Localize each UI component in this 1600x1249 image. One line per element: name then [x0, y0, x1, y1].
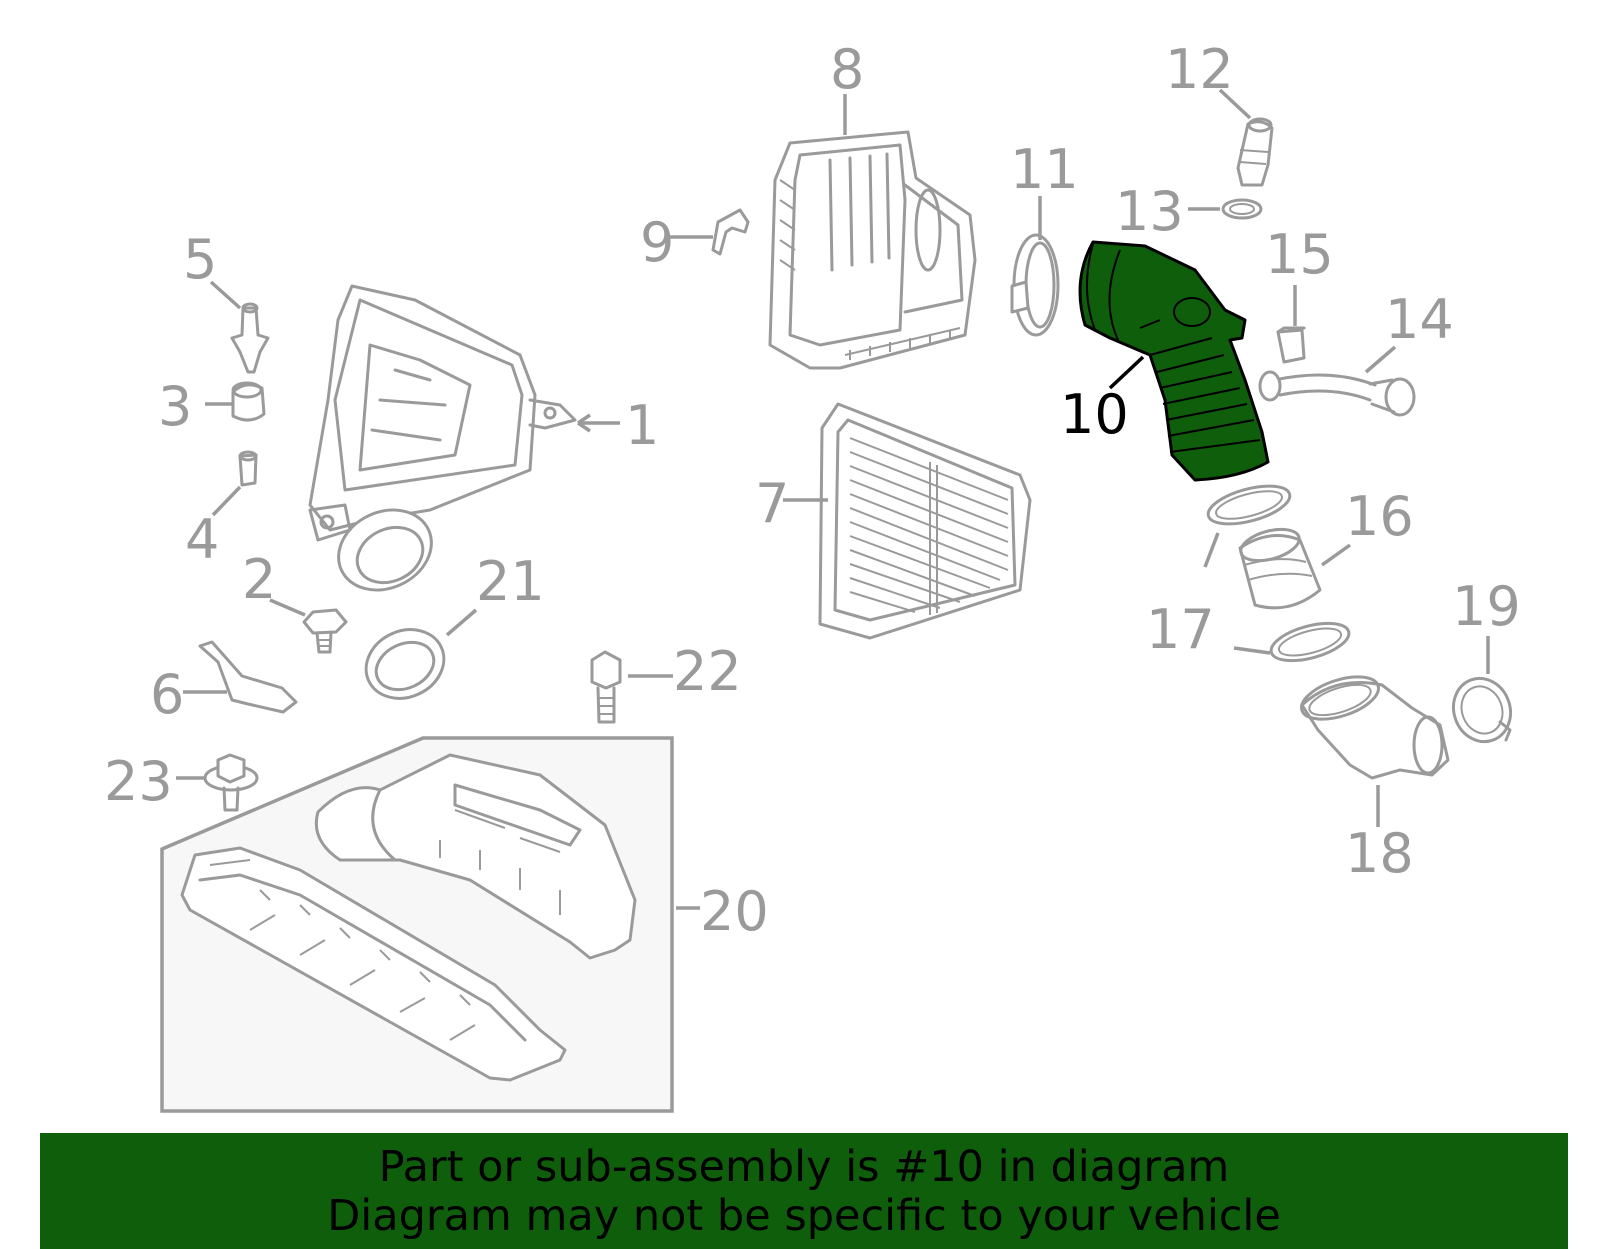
callout-23: 23: [104, 750, 173, 813]
leader-12: [1218, 88, 1252, 120]
callout-6: 6: [150, 663, 184, 726]
part-18-elbow-duct[interactable]: [1296, 669, 1450, 780]
callout-19: 19: [1452, 575, 1521, 638]
part-16-coupler[interactable]: [1237, 524, 1322, 610]
callout-9: 9: [640, 211, 674, 274]
leader-17-lower: [1233, 646, 1271, 655]
part-23-bolt-washer[interactable]: [203, 753, 259, 812]
part-21-clamp[interactable]: [355, 617, 455, 711]
part-11-clamp[interactable]: [1010, 233, 1060, 337]
info-banner: Part or sub-assembly is #10 in diagram D…: [40, 1133, 1568, 1249]
callout-14: 14: [1385, 288, 1454, 351]
part-9-clip[interactable]: [711, 208, 750, 256]
callout-22: 22: [673, 640, 742, 703]
callout-20: 20: [700, 880, 769, 943]
part-8-air-box-cover[interactable]: [768, 130, 977, 370]
leader-4: [211, 485, 242, 517]
part-15-cap[interactable]: [1276, 326, 1306, 364]
callout-labels: 1 2 3 4 5 6 7 8 9 10 11 12 13 14 15 16 1…: [104, 38, 1521, 943]
part-13-o-ring[interactable]: [1221, 198, 1263, 220]
part-19-ring-clamp[interactable]: [1445, 670, 1520, 749]
part-5-push-clip[interactable]: [230, 302, 270, 374]
callout-12: 12: [1165, 38, 1234, 101]
part-4-pin[interactable]: [238, 450, 258, 487]
callout-11: 11: [1010, 138, 1079, 201]
part-14-hose[interactable]: [1258, 370, 1416, 417]
callout-7: 7: [755, 472, 789, 535]
banner-line-2: Diagram may not be specific to your vehi…: [327, 1191, 1281, 1241]
leader-21: [445, 608, 478, 637]
callout-10: 10: [1060, 383, 1129, 446]
callout-4: 4: [185, 508, 219, 571]
callout-8: 8: [830, 38, 864, 101]
part-17-clamp-lower[interactable]: [1267, 616, 1353, 668]
part-10-intake-duct-highlighted[interactable]: [1078, 240, 1270, 482]
part-20-intake-duct-upper[interactable]: [314, 753, 637, 960]
leader-14: [1364, 345, 1397, 374]
banner-line-1: Part or sub-assembly is #10 in diagram: [378, 1142, 1230, 1192]
part-2-bolt[interactable]: [302, 608, 348, 654]
callout-15: 15: [1265, 223, 1334, 286]
part-20-intake-duct-lower[interactable]: [180, 846, 567, 1082]
part-17-clamp-upper[interactable]: [1204, 479, 1293, 532]
leader-17-upper: [1203, 532, 1220, 568]
part-22-bolt[interactable]: [590, 650, 622, 724]
callout-21: 21: [476, 550, 545, 613]
part-7-air-filter[interactable]: [818, 402, 1032, 640]
callout-13: 13: [1115, 180, 1184, 243]
leader-lines: [176, 88, 1490, 910]
callout-3: 3: [158, 375, 192, 438]
leader-16: [1320, 543, 1352, 567]
callout-16: 16: [1345, 485, 1414, 548]
part-3-grommet[interactable]: [231, 381, 266, 422]
leader-10: [1108, 355, 1145, 390]
part-12-fitting[interactable]: [1236, 117, 1274, 187]
leader-5: [209, 280, 242, 310]
leader-2: [269, 598, 306, 617]
callout-17: 17: [1146, 598, 1215, 661]
callout-2: 2: [242, 548, 276, 611]
callout-18: 18: [1345, 822, 1414, 885]
callout-5: 5: [183, 228, 217, 291]
callout-1: 1: [625, 394, 659, 457]
part-1-air-box-lower[interactable]: [308, 284, 577, 605]
part-6-bracket[interactable]: [198, 640, 298, 714]
